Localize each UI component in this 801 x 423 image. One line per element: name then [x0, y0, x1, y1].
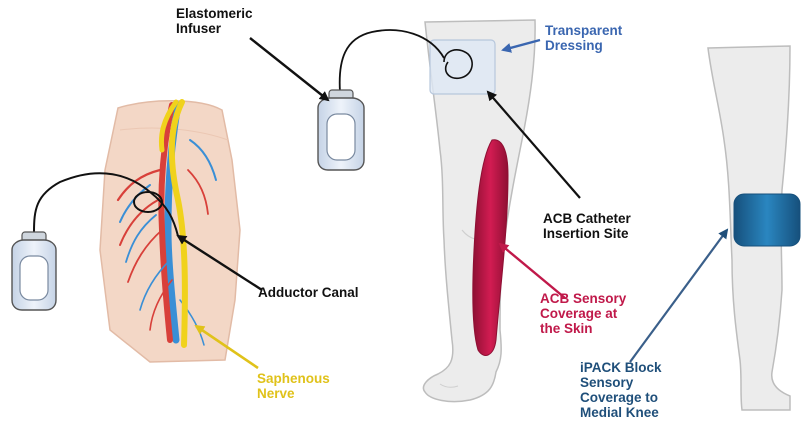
infuser-bottle-left — [12, 232, 56, 310]
arrow-acb-sensory — [500, 244, 565, 298]
transparent-dressing-patch — [430, 40, 495, 94]
label-acb-sensory-coverage: ACB Sensory Coverage at the Skin — [540, 291, 626, 336]
thigh-anatomy — [34, 101, 240, 362]
label-elastomeric-infuser: Elastomeric Infuser — [176, 6, 253, 36]
label-ipack-block: iPACK Block Sensory Coverage to Medial K… — [580, 360, 662, 420]
infuser-bottle-middle — [318, 90, 364, 170]
arrow-ipack-block — [630, 230, 727, 362]
label-saphenous-nerve: Saphenous Nerve — [257, 371, 330, 401]
label-adductor-canal: Adductor Canal — [258, 285, 359, 300]
arrow-elastomeric-infuser — [250, 38, 328, 100]
label-acb-catheter-insertion-site: ACB Catheter Insertion Site — [543, 211, 631, 241]
label-transparent-dressing: Transparent Dressing — [545, 23, 622, 53]
leg-back-view — [708, 46, 800, 410]
ipack-coverage-area — [734, 194, 800, 246]
leg-front-view — [340, 20, 535, 402]
